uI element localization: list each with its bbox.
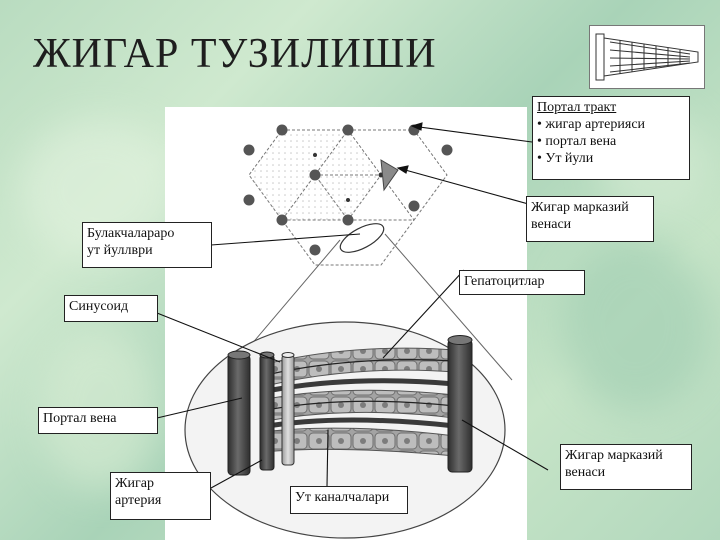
portal-vein-cylinder <box>227 354 251 476</box>
lobule-hexagons <box>248 129 448 266</box>
portal-tract-dots <box>243 124 453 256</box>
label-bile-canaliculi: Ут каналчалари <box>290 486 408 514</box>
portal-tract-item: • портал вена <box>537 134 617 149</box>
label-sinusoid: Синусоид <box>64 295 158 322</box>
slide-title: ЖИГАР ТУЗИЛИШИ <box>33 31 437 77</box>
label-hepatic-artery: Жигар артерия <box>110 472 211 520</box>
label-central-vein-top: Жигар марказий венаси <box>526 196 654 242</box>
label-central-vein-bottom: Жигар марказий венаси <box>560 444 692 490</box>
acinus-wedge <box>380 159 399 192</box>
pointer-lines <box>156 122 549 489</box>
lobule-thumbnail <box>589 25 705 89</box>
hepatic-artery-cylinder <box>259 354 275 471</box>
sample-region <box>339 223 385 253</box>
label-hepatocytes: Гепатоцитлар <box>459 270 585 295</box>
label-portal-tract: Портал тракт • жигар артерияси • портал … <box>532 96 690 180</box>
bile-ductule-cylinder <box>281 354 295 466</box>
portal-tract-item: • Ут йули <box>537 151 594 166</box>
label-portal-vein: Портал вена <box>38 407 158 434</box>
central-vein-cylinder <box>447 339 473 473</box>
label-bile-ductules: Булакчалараро ут йуллври <box>82 222 212 268</box>
portal-tract-heading: Портал тракт <box>537 100 617 115</box>
hepatocyte-plates <box>261 347 456 457</box>
portal-tract-item: • жигар артерияси <box>537 117 646 132</box>
